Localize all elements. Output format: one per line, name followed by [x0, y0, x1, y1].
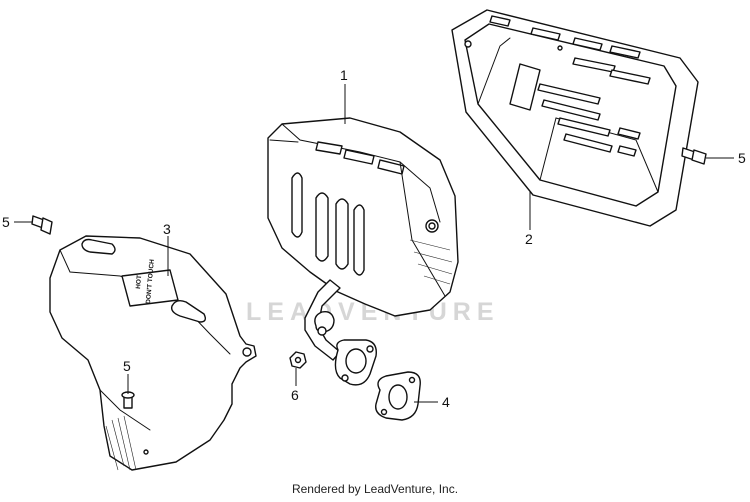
render-credit: Rendered by LeadVenture, Inc. [291, 482, 459, 496]
callout-4: 4 [442, 394, 450, 410]
callout-1: 1 [340, 67, 348, 83]
muffler-protector-part [451, 9, 699, 227]
callout-5-lower: 5 [123, 358, 131, 374]
hot-warning-plate [121, 269, 179, 307]
callout-2: 2 [525, 231, 533, 247]
gasket-part [375, 371, 421, 421]
bolt-lower [121, 391, 135, 409]
hot-plate-line1: HOT [135, 275, 143, 289]
nut-part [289, 351, 307, 369]
callout-6: 6 [291, 387, 299, 403]
hot-plate-line2: DON'T TOUCH [145, 259, 156, 305]
bolt-right [681, 147, 707, 165]
callout-5-left: 5 [2, 214, 10, 230]
bolt-left [31, 215, 53, 235]
muffler-part [267, 117, 459, 386]
muffler-cover-part: HOT DON'T TOUCH [49, 235, 257, 471]
callout-5-right: 5 [738, 150, 746, 166]
callout-3: 3 [163, 221, 171, 237]
